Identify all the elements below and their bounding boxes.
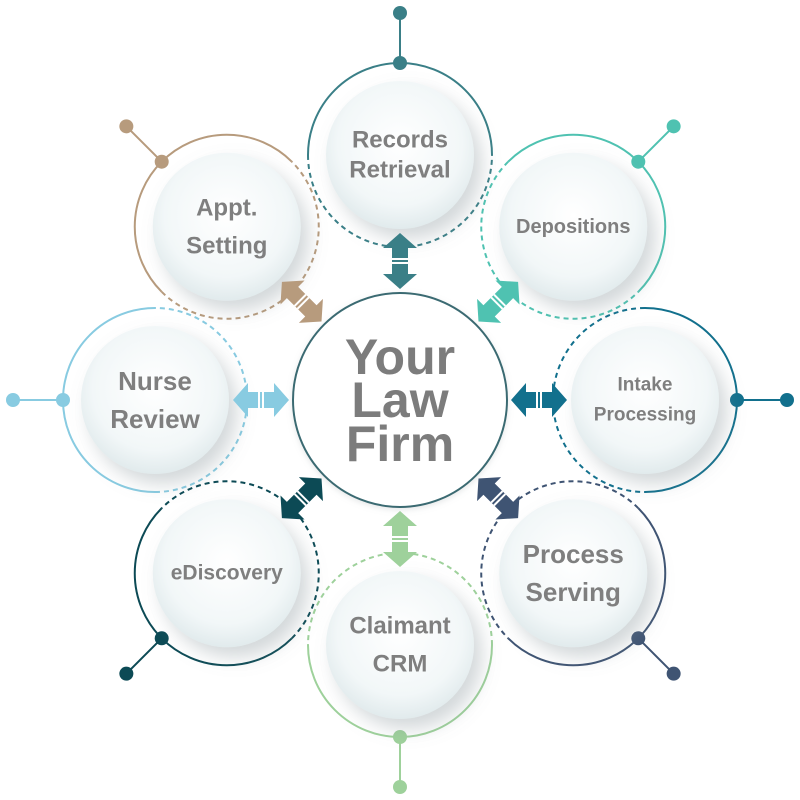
service-node-appt-setting: Appt. Setting	[152, 152, 301, 301]
node-bubble	[326, 81, 474, 229]
service-label-claimant-crm-line-2: CRM	[373, 651, 428, 678]
double-headed-arrow-icon	[511, 383, 567, 417]
service-label-records-retrieval-line-1: Records	[352, 127, 448, 154]
service-label-claimant-crm-line-1: Claimant	[349, 613, 450, 640]
service-label-appt-setting-line-1: Appt.	[196, 194, 257, 221]
connector-pin-icon	[6, 393, 70, 407]
double-headed-arrow-icon	[477, 280, 520, 323]
double-headed-arrow-icon	[233, 383, 289, 417]
service-label-appt-setting-line-2: Setting	[186, 232, 267, 259]
service-label-process-serving-line-1: Process	[523, 539, 624, 569]
center-label-line-1: Your	[345, 329, 455, 385]
service-label-nurse-review-line-1: Nurse	[118, 366, 192, 396]
connector-pin-icon	[393, 6, 407, 70]
service-label-ediscovery-line-1: eDiscovery	[171, 562, 283, 585]
service-nodes: RecordsRetrievalDepositionsIntakeProcess…	[81, 81, 719, 719]
service-label-depositions-line-1: Depositions	[516, 216, 630, 238]
double-headed-arrow-icon	[383, 233, 417, 289]
service-label-process-serving-line-2: Serving	[526, 577, 621, 607]
double-headed-arrow-icon	[383, 511, 417, 567]
connector-arrows	[233, 233, 567, 567]
hub-circle-icon	[292, 292, 508, 508]
node-bubble	[326, 571, 474, 719]
node-bubble	[81, 326, 229, 474]
node-bubble	[499, 152, 648, 301]
node-bubble	[571, 326, 719, 474]
connector-pin-icon	[730, 393, 794, 407]
double-headed-arrow-icon	[280, 477, 323, 520]
connector-pin-icon	[393, 730, 407, 794]
service-label-intake-processing-line-2: Processing	[594, 405, 696, 426]
node-bubble	[499, 499, 648, 648]
node-bubble	[152, 499, 301, 648]
double-headed-arrow-icon	[280, 280, 323, 323]
service-node-ediscovery: eDiscovery	[152, 499, 301, 648]
node-bubble	[152, 152, 301, 301]
central-hub: Your Law Firm	[292, 292, 508, 508]
center-label-line-3: Firm	[346, 416, 454, 472]
service-label-intake-processing-line-1: Intake	[618, 375, 673, 396]
service-label-records-retrieval-line-2: Retrieval	[349, 157, 450, 184]
double-headed-arrow-icon	[477, 477, 520, 520]
service-label-nurse-review-line-2: Review	[110, 404, 200, 434]
center-label-line-2: Law	[351, 372, 448, 428]
service-node-depositions: Depositions	[499, 152, 648, 301]
